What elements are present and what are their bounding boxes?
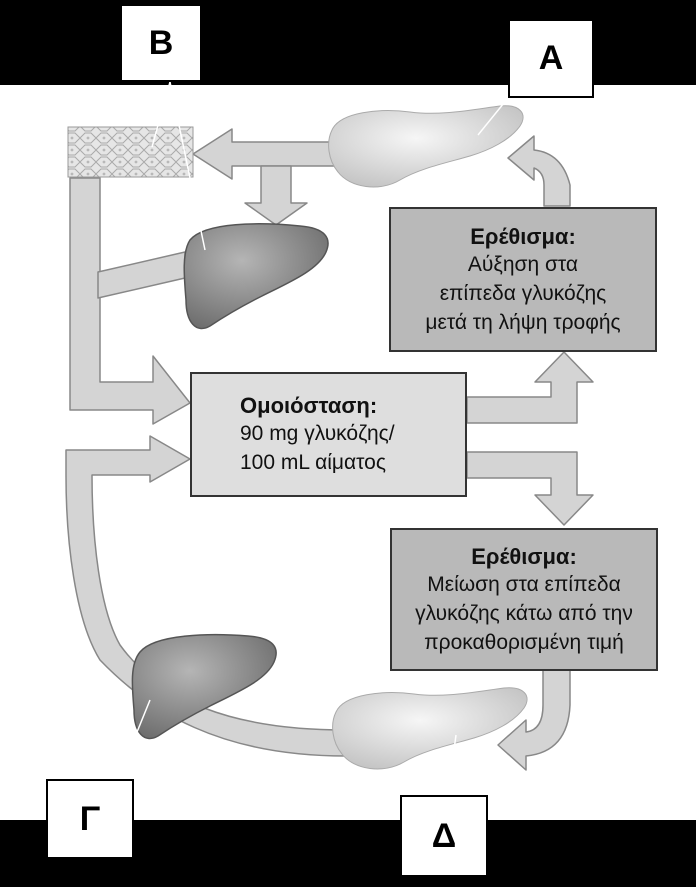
arrow-left-loop-top: [69, 177, 191, 425]
label-d: Δ: [400, 795, 488, 877]
stimulus-top-line-3: μετά τη λήψη τροφής: [425, 310, 621, 334]
stimulus-bottom-line-3: προκαθορισμένη τιμή: [424, 630, 624, 654]
label-a: Α: [508, 19, 594, 98]
leader-line-g: [117, 699, 151, 780]
liver-icon: [183, 223, 329, 330]
liver-icon: [131, 633, 277, 740]
body-cells-icon: [67, 126, 194, 178]
arrow-down-to-liver: [244, 165, 308, 226]
arrow-liver-to-loop: [97, 251, 186, 299]
leader-line-b2: [169, 81, 206, 251]
stimulus-bottom-line-2: γλυκόζης κάτω από την: [415, 601, 633, 625]
stimulus-top-title: Ερέθισμα:: [470, 223, 576, 249]
homeostasis-box: Ομοιόσταση: 90 mg γλυκόζης/ 100 mL αίματ…: [190, 372, 467, 497]
label-g: Γ: [46, 779, 134, 859]
leader-line-d: [447, 734, 457, 796]
arrow-up-to-pancreas-a: [507, 135, 571, 207]
stimulus-top-box: Ερέθισμα: Αύξηση στα επίπεδα γλυκόζης με…: [389, 207, 657, 352]
stimulus-bottom-box: Ερέθισμα: Μείωση στα επίπεδα γλυκόζης κά…: [390, 528, 658, 671]
homeostasis-line-2: 100 mL αίματος: [240, 451, 386, 474]
stimulus-bottom-line-1: Μείωση στα επίπεδα: [427, 572, 621, 596]
homeostasis-title: Ομοιόσταση:: [240, 393, 378, 418]
stimulus-bottom-title: Ερέθισμα:: [471, 543, 577, 569]
stimulus-top-line-2: επίπεδα γλυκόζης: [439, 281, 607, 305]
arrow-to-cells: [192, 128, 341, 180]
pancreas-icon: [332, 687, 528, 770]
homeostasis-line-1: 90 mg γλυκόζης/: [240, 422, 395, 445]
arrow-homeo-to-stim-bottom: [466, 451, 594, 526]
arrow-homeo-to-stim-top: [466, 351, 594, 424]
arrow-stim-bottom-to-pancreas-d: [497, 669, 571, 771]
stimulus-top-line-1: Αύξηση στα: [467, 252, 579, 276]
leader-line-a: [477, 97, 509, 136]
leader-line-b1: [151, 81, 171, 148]
label-b: Β: [120, 4, 202, 82]
pancreas-icon: [328, 105, 524, 188]
